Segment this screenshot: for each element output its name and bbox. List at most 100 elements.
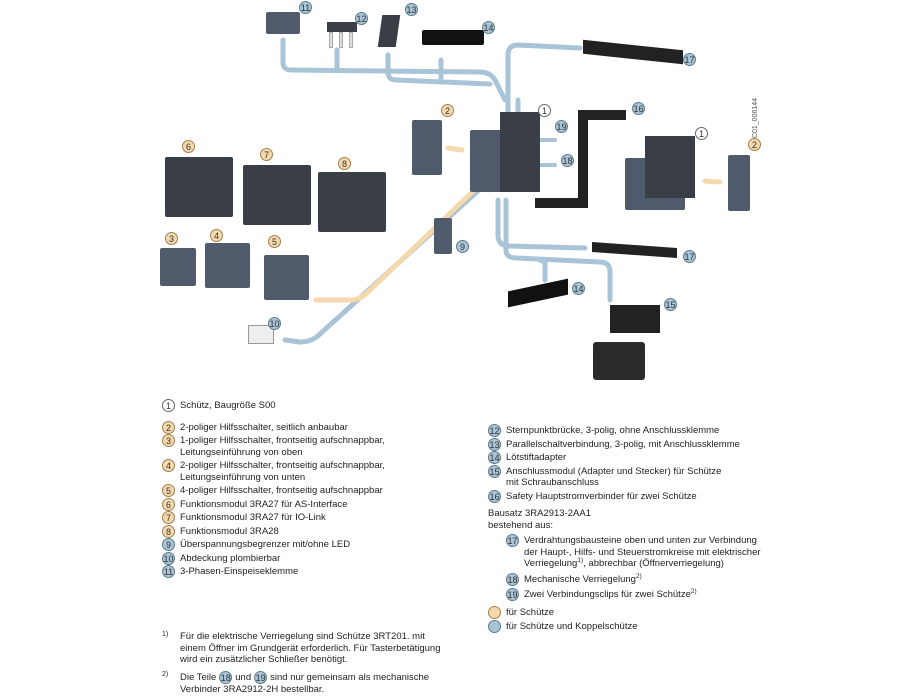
badge-icon: 6 xyxy=(162,497,175,511)
legend-text: Schütz, Baugröße S00 xyxy=(180,400,276,411)
line-10 xyxy=(282,177,493,345)
module-iolink-part xyxy=(243,165,311,225)
color-key: für Schütze für Schütze und Koppelschütz… xyxy=(488,606,638,634)
legend-item-1: 1 Schütz, Baugröße S00 xyxy=(162,399,462,412)
footnote-text: Für die elektrische Verriegelung sind Sc… xyxy=(180,631,425,642)
aux-2pole-part xyxy=(205,243,250,288)
legend-text-cont: Leitungseinführung von unten xyxy=(180,471,306,483)
legend-text: Anschlussmodul (Adapter und Stecker) für… xyxy=(506,465,722,477)
legend-item-16: 16 Safety Hauptstromverbinder für zwei Sc… xyxy=(488,489,808,503)
badge-icon: 15 xyxy=(488,464,501,478)
callout-17b: 17 xyxy=(683,250,696,263)
line-2 xyxy=(445,145,465,153)
callout-17: 17 xyxy=(683,53,696,66)
badge-icon: 12 xyxy=(488,424,501,437)
sealable-cover-part xyxy=(248,325,274,344)
callout-7: 7 xyxy=(260,148,273,161)
connection-module-plug-part xyxy=(593,342,645,380)
module-3ra28-part xyxy=(318,172,386,232)
badge-icon: 3 xyxy=(162,434,175,447)
footnote-text: und xyxy=(235,671,252,683)
star-bridge-part xyxy=(327,22,357,32)
callout-6: 6 xyxy=(182,140,195,153)
aux-switch-side-part xyxy=(412,120,442,175)
badge-icon: 10 xyxy=(162,551,175,565)
footnote-mark: 2) xyxy=(162,670,169,678)
footnotes: 1) Für die elektrische Verriegelung sind… xyxy=(162,631,462,700)
legend-text-cont: der Haupt-, Hilfs- und Steuerstromkreise… xyxy=(524,546,761,558)
badge-icon: 2 xyxy=(162,420,175,434)
badge-icon: 5 xyxy=(162,484,175,497)
callout-19: 19 xyxy=(555,120,568,133)
footnote-1: 1) Für die elektrische Verriegelung sind… xyxy=(162,631,462,666)
callout-8: 8 xyxy=(338,157,351,170)
callout-3: 3 xyxy=(165,232,178,245)
legend-text: Parallelschaltverbindung, 3-polig, mit A… xyxy=(506,438,740,450)
legend-text-cont: mit Schraubanschluss xyxy=(506,477,599,488)
line-17-top xyxy=(505,42,583,133)
footnote-ref: 1) xyxy=(577,556,584,564)
callout-9: 9 xyxy=(456,240,469,253)
legend-text: Mechanische Verriegelung xyxy=(524,573,636,585)
legend-text: Funktionsmodul 3RA28 xyxy=(180,525,279,537)
legend-text: Verdrahtungsbausteine oben und unten zur… xyxy=(524,535,757,546)
badge-icon: 16 xyxy=(488,489,501,503)
line-15 xyxy=(503,197,613,303)
pin xyxy=(349,32,353,48)
safety-connector-part xyxy=(578,110,588,208)
callout-11: 11 xyxy=(299,1,312,14)
badge-icon: 11 xyxy=(162,565,175,578)
callout-5: 5 xyxy=(268,235,281,248)
safety-connector-bar xyxy=(578,110,626,120)
badge-icon: 7 xyxy=(162,511,175,524)
badge-icon: 14 xyxy=(488,451,501,464)
legend-text: Sternpunktbrücke, 3-polig, ohne Anschlus… xyxy=(506,425,720,436)
image-id: IC01_006144 xyxy=(752,97,759,140)
badge-icon: 19 xyxy=(506,588,519,601)
badge-icon: 1 xyxy=(162,399,175,412)
footnote-text: wird ein zusätzlicher Schließer benötigt… xyxy=(180,654,348,665)
line-orange-front xyxy=(313,172,493,303)
legend-text: Safety Hauptstromverbinder für zwei Schü… xyxy=(506,490,697,502)
kit-items: 17 Verdrahtungsbausteine oben und unten z… xyxy=(488,534,808,601)
legend-text-cont: Leitungseinführung von oben xyxy=(180,446,303,458)
legend-right: 12 Sternpunktbrücke, 3-polig, ohne Anschl… xyxy=(488,424,808,603)
color-key-orange: für Schütze xyxy=(488,606,638,619)
callout-12: 12 xyxy=(355,12,368,25)
contactor-body xyxy=(500,112,540,192)
feed-terminal-part xyxy=(266,12,300,34)
badge-icon: 4 xyxy=(162,459,175,472)
callout-2b: 2 xyxy=(748,138,761,151)
accessory-diagram: IC01_006144 1 1 2 2 3 4 5 6 7 8 9 10 11 … xyxy=(160,1,761,380)
kit-subtitle: bestehend aus: xyxy=(488,519,553,531)
footnote-text: einem Öffner im Grundgerät erforderlich.… xyxy=(180,642,441,654)
module-asi-part xyxy=(165,157,233,217)
footnote-text: sind nur gemeinsam als mechanische xyxy=(270,671,430,683)
legend-item-17: 17 Verdrahtungsbausteine oben und unten z… xyxy=(506,534,808,570)
orange-swatch-icon xyxy=(488,606,501,619)
line-2b xyxy=(702,178,723,185)
badge-icon: 19 xyxy=(254,670,268,684)
connector-lines xyxy=(280,37,723,345)
legend-item-12: 12 Sternpunktbrücke, 3-polig, ohne Anschl… xyxy=(488,424,808,437)
contactor-right-body xyxy=(645,136,695,198)
pin xyxy=(329,32,333,48)
callout-1: 1 xyxy=(538,104,551,117)
callout-4: 4 xyxy=(210,229,223,242)
footnote-text: Die Teile xyxy=(180,671,217,683)
callout-16: 16 xyxy=(632,102,645,115)
legend-text-cont: , abbrechbar (Öffnerverriegelung) xyxy=(583,558,724,569)
footnote-ref: 2) xyxy=(635,572,642,580)
aux-switch-right-part xyxy=(728,155,750,211)
badge-icon: 18 xyxy=(219,670,233,684)
badge-icon: 17 xyxy=(506,534,519,547)
